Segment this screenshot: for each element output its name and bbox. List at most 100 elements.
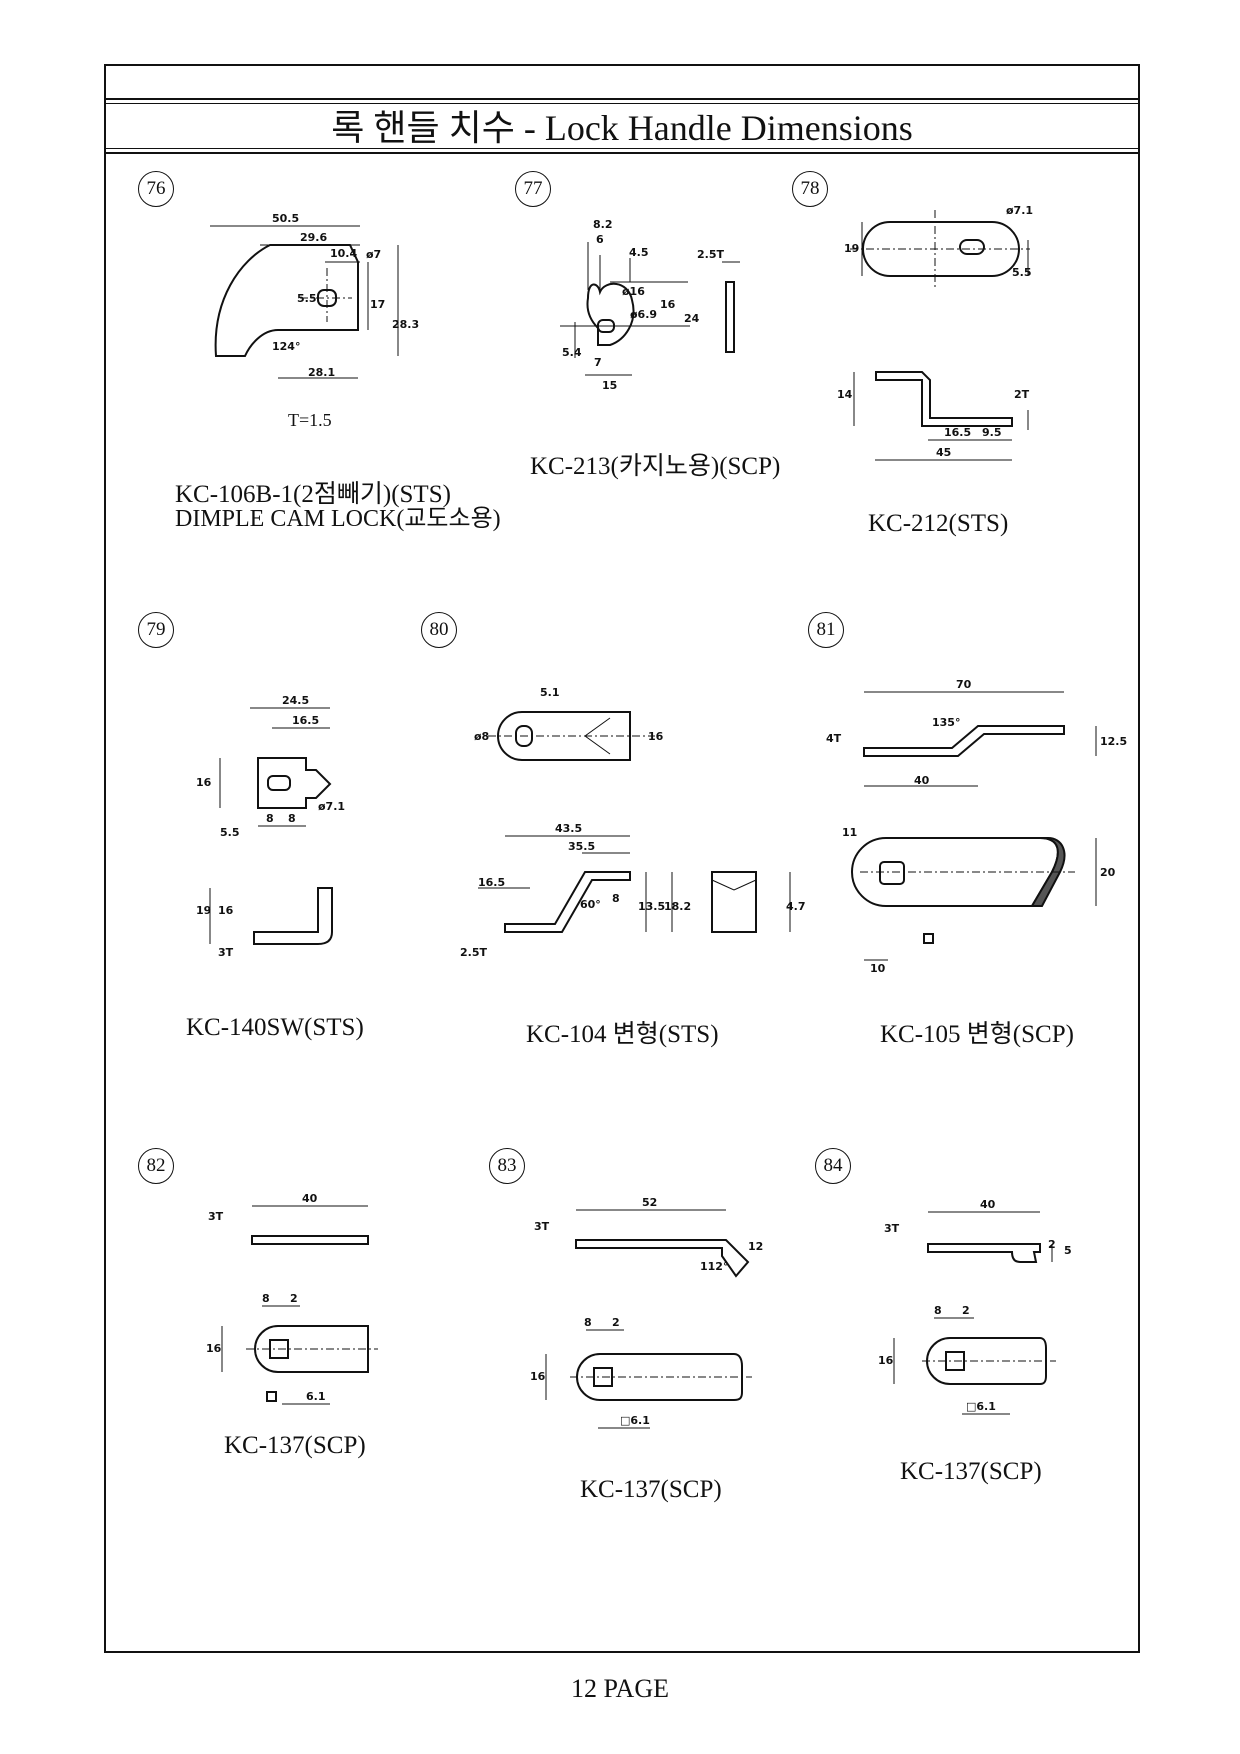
part-label-77: KC-213(카지노용)(SCP)	[530, 453, 781, 480]
dim-82-8: 8	[262, 1292, 270, 1305]
dim-78-dia7-1: ø7.1	[1006, 204, 1034, 217]
item-number-82: 82	[138, 1148, 174, 1184]
dim-84-16: 16	[878, 1354, 894, 1367]
dim-80-4-7: 4.7	[786, 900, 806, 913]
dim-79-24-5: 24.5	[282, 694, 310, 707]
dim-83-12: 12	[748, 1240, 764, 1253]
dim-84-40: 40	[980, 1198, 996, 1211]
dim-76-124deg: 124°	[272, 340, 301, 353]
part-label-82: KC-137(SCP)	[224, 1432, 366, 1459]
dim-76-5-5: 5.5	[297, 292, 317, 305]
dim-76-dia7: ø7	[366, 248, 382, 261]
part-label-83: KC-137(SCP)	[580, 1476, 722, 1503]
item-number-78: 78	[792, 171, 828, 207]
dim-77-16: 16	[660, 298, 676, 311]
dim-79-5-5: 5.5	[220, 826, 240, 839]
part-label-79: KC-140SW(STS)	[186, 1014, 364, 1041]
dim-82-2: 2	[290, 1292, 298, 1305]
part-label-78: KC-212(STS)	[868, 510, 1009, 537]
dim-76-28-3: 28.3	[392, 318, 420, 331]
dim-79-dia7-1: ø7.1	[318, 800, 346, 813]
dim-79-3t: 3T	[218, 946, 234, 959]
dim-80-5-1: 5.1	[540, 686, 560, 699]
item-number-77: 77	[515, 171, 551, 207]
dim-81-12-5: 12.5	[1100, 735, 1128, 748]
dim-83-52: 52	[642, 1196, 658, 1209]
item-number-83: 83	[489, 1148, 525, 1184]
dim-76-29-6: 29.6	[300, 231, 328, 244]
dim-81-11: 11	[842, 826, 858, 839]
dim-78-45: 45	[936, 446, 952, 459]
part-label-81: KC-105 변형(SCP)	[880, 1021, 1074, 1048]
drawing-kc-104	[478, 711, 791, 933]
part-label-76: KC-106B-1(2점빼기)(STS) DIMPLE CAM LOCK(교도소…	[175, 481, 501, 532]
dim-83-3t: 3T	[534, 1220, 550, 1233]
dim-78-16-5: 16.5	[944, 426, 972, 439]
dim-82-6-1: 6.1	[306, 1390, 326, 1403]
dim-80-18-2: 18.2	[664, 900, 692, 913]
drawing-kc-137-a	[221, 1205, 378, 1405]
dim-79-8b: 8	[288, 812, 296, 825]
dim-79-19: 19	[196, 904, 212, 917]
dim-76-28-1: 28.1	[308, 366, 336, 379]
drawing-kc-213	[560, 242, 740, 376]
dim-82-16: 16	[206, 1342, 222, 1355]
dim-80-dia8: ø8	[474, 730, 490, 743]
dim-79-16: 16	[196, 776, 212, 789]
drawing-kc-140sw	[209, 707, 333, 945]
dim-78-2t: 2T	[1014, 388, 1030, 401]
dim-76-50-5: 50.5	[272, 212, 300, 225]
page-number: 12 PAGE	[570, 1674, 669, 1703]
note-thickness-76: T=1.5	[288, 410, 332, 430]
dim-81-20: 20	[1100, 866, 1116, 879]
dim-77-15: 15	[602, 379, 618, 392]
dim-80-16-5: 16.5	[478, 876, 506, 889]
drawing-kc-212	[850, 210, 1030, 461]
dim-83-8: 8	[584, 1316, 592, 1329]
part-label-80: KC-104 변형(STS)	[526, 1021, 719, 1048]
dim-79-16-5: 16.5	[292, 714, 320, 727]
dim-80-35-5: 35.5	[568, 840, 596, 853]
item-number-80: 80	[421, 612, 457, 648]
dim-82-40: 40	[302, 1192, 318, 1205]
dim-78-19: 19	[844, 242, 860, 255]
dim-80-16: 16	[648, 730, 664, 743]
drawing-kc-137-c	[893, 1211, 1056, 1415]
dim-81-4t: 4T	[826, 732, 842, 745]
dim-80-60deg: 60°	[580, 898, 601, 911]
dim-77-7: 7	[594, 356, 602, 369]
item-number-81: 81	[808, 612, 844, 648]
dim-80-43-5: 43.5	[555, 822, 583, 835]
dim-80-2-5t: 2.5T	[460, 946, 487, 959]
part-label-76-line1: KC-106B-1(2점빼기)(STS)	[175, 481, 451, 508]
part-label-76-line2: DIMPLE CAM LOCK(교도소용)	[175, 506, 501, 532]
dim-76-17: 17	[370, 298, 386, 311]
dim-77-2-5t: 2.5T	[697, 248, 724, 261]
dim-84-2b: 2	[962, 1304, 970, 1317]
dim-83-16: 16	[530, 1370, 546, 1383]
dim-83-2: 2	[612, 1316, 620, 1329]
item-number-79: 79	[138, 612, 174, 648]
dim-81-70: 70	[956, 678, 972, 691]
dim-84-8: 8	[934, 1304, 942, 1317]
dim-77-6: 6	[596, 233, 604, 246]
dim-77-dia16: ø16	[622, 285, 645, 298]
page-title: 록 핸들 치수 - Lock Handle Dimensions	[331, 108, 913, 148]
dim-80-13-5: 13.5	[638, 900, 666, 913]
dim-77-8-2: 8.2	[593, 218, 613, 231]
dim-84-5: 5	[1064, 1244, 1072, 1257]
dim-84-sq6-1: □6.1	[966, 1400, 996, 1413]
dim-78-9-5: 9.5	[982, 426, 1002, 439]
title-band: 록 핸들 치수 - Lock Handle Dimensions	[104, 98, 1140, 154]
dim-78-14: 14	[837, 388, 853, 401]
drawing-kc-105	[851, 691, 1097, 961]
dim-84-2: 2	[1048, 1238, 1056, 1251]
dim-76-10-4: 10.4	[330, 247, 358, 260]
item-number-84: 84	[815, 1148, 851, 1184]
dim-81-40: 40	[914, 774, 930, 787]
dim-77-24: 24	[684, 312, 700, 325]
part-label-84: KC-137(SCP)	[900, 1458, 1042, 1485]
dim-81-10: 10	[870, 962, 886, 975]
dim-77-dia6-9: ø6.9	[630, 308, 658, 321]
